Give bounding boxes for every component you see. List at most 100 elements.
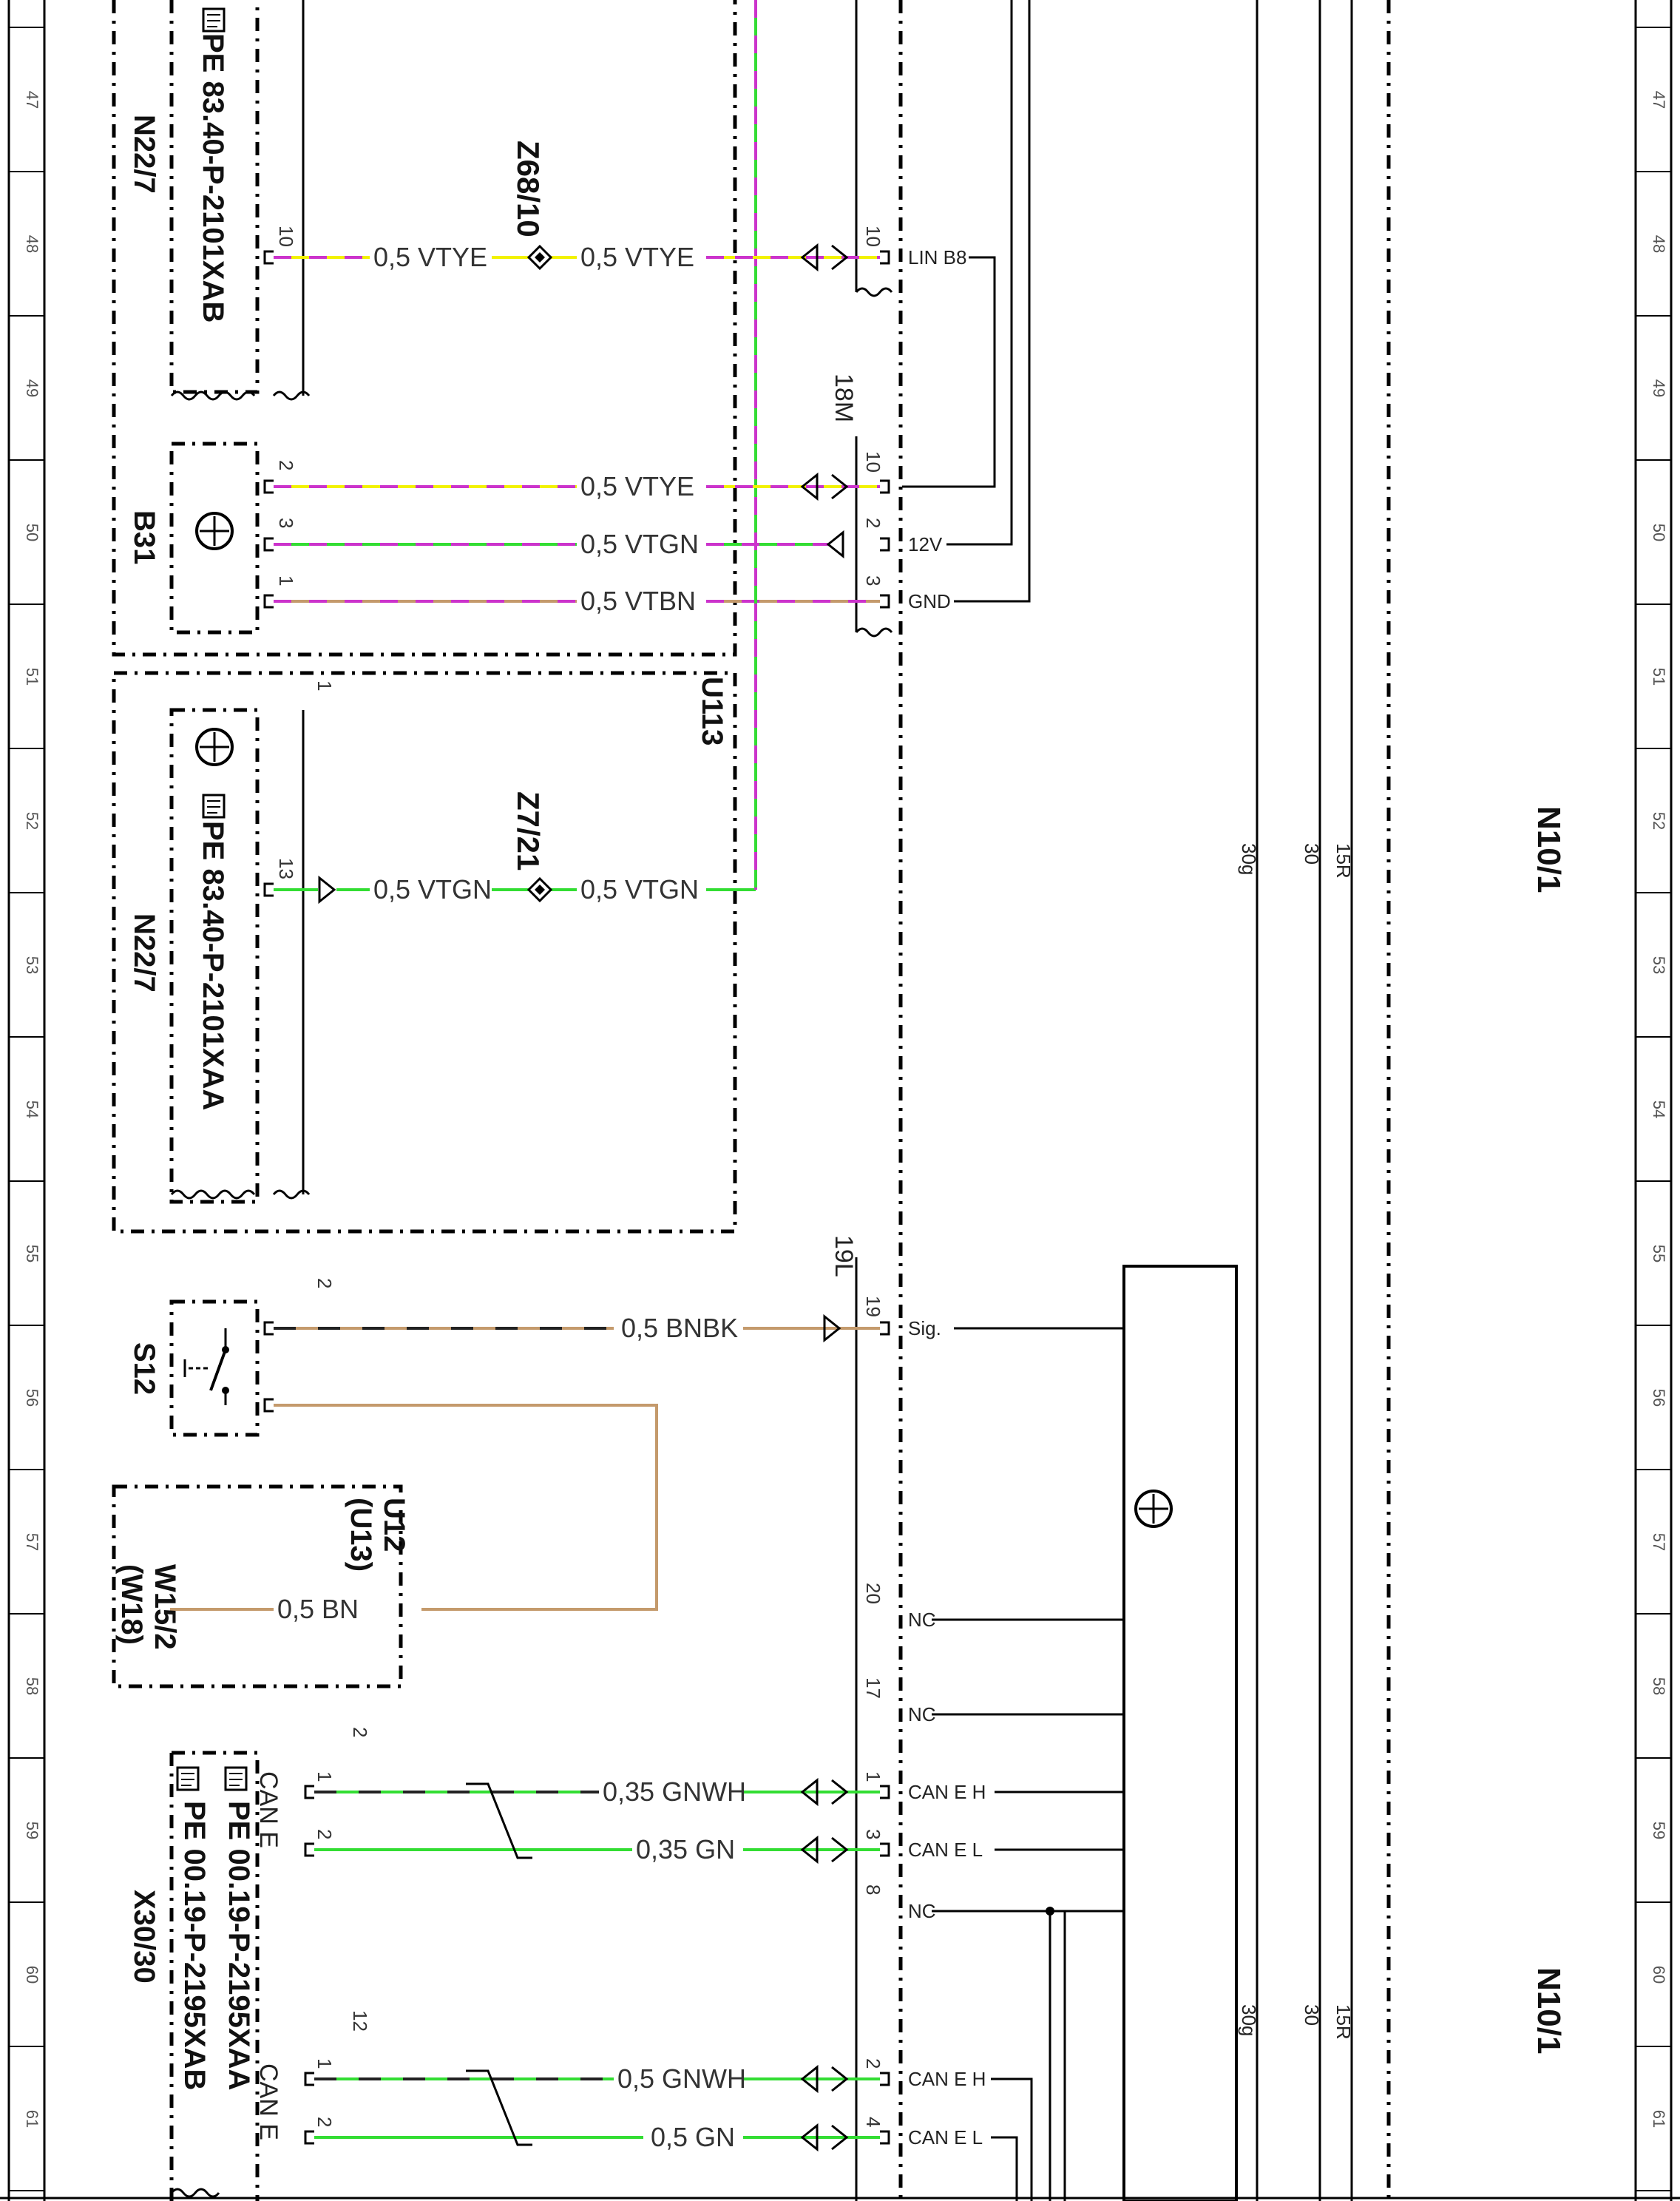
w18-label: (W18) bbox=[115, 1564, 148, 1645]
u12-label: U12 bbox=[378, 1498, 410, 1552]
b31-name: B31 bbox=[128, 510, 160, 564]
ruler-number: 49 bbox=[23, 379, 41, 397]
ruler-number: 58 bbox=[1650, 1677, 1668, 1695]
wire-label: 0,5 VTYE bbox=[580, 242, 694, 272]
wire-bn bbox=[170, 1404, 658, 1611]
document-hand-icon bbox=[202, 794, 226, 819]
bus-label: 15R bbox=[1332, 843, 1355, 879]
n10-1-block bbox=[1122, 1265, 1238, 2201]
connector-arrows bbox=[318, 243, 849, 2152]
n10-pin-number: 10 bbox=[862, 451, 884, 473]
n10-signal: CAN E L bbox=[908, 2126, 983, 2148]
pin-number: 1 bbox=[314, 680, 336, 691]
wire-label: 0,5 VTYE bbox=[373, 242, 487, 272]
n10-1-bottom-name: N10/1 bbox=[1531, 1967, 1567, 2054]
wire-label: 0,5 VTBN bbox=[580, 586, 696, 616]
ruler-number: 56 bbox=[1650, 1389, 1668, 1407]
pin-number: 2 bbox=[314, 2117, 336, 2127]
n10-pin-number: 20 bbox=[862, 1583, 884, 1604]
document-hand-icon bbox=[224, 1766, 248, 1791]
pin-number: 10 bbox=[275, 226, 297, 247]
ruler-number: 59 bbox=[23, 1822, 41, 1839]
switch-icon bbox=[183, 1328, 229, 1405]
pin-number: 2 bbox=[314, 1278, 336, 1288]
ruler-number: 50 bbox=[23, 524, 41, 541]
splice-z68-10-label: Z68/10 bbox=[511, 141, 546, 237]
ruler-number: 58 bbox=[23, 1677, 41, 1695]
b31-box bbox=[169, 442, 260, 635]
ruler-number: 47 bbox=[1650, 91, 1668, 109]
pin-number: 12 bbox=[349, 2010, 371, 2032]
x30-30-code2: PE 00.19-P-2195XAB bbox=[178, 1801, 211, 2090]
left-ruler bbox=[7, 0, 46, 2201]
n10-signal: GND bbox=[908, 590, 951, 612]
n10-signal: CAN E L bbox=[908, 1839, 983, 1861]
sensor-icon bbox=[195, 512, 234, 550]
n10-pin-number: 17 bbox=[862, 1677, 884, 1699]
sensor-icon bbox=[195, 728, 234, 766]
u13-label: (U13) bbox=[345, 1498, 377, 1572]
ruler-number: 61 bbox=[23, 2110, 41, 2128]
wire-label: 0,5 BN bbox=[277, 1594, 359, 1624]
n10-signal: 12V bbox=[908, 533, 943, 555]
ruler-number: 59 bbox=[1650, 1822, 1668, 1839]
bus-label: 30 bbox=[1301, 843, 1323, 865]
n22-7-top-code: PE 83.40-P-2101XAB bbox=[197, 33, 229, 322]
n22-7-top-inner bbox=[169, 0, 260, 394]
ruler-number: 48 bbox=[1650, 235, 1668, 253]
wire-label: 0,5 VTYE bbox=[580, 471, 694, 501]
connector-18m: 18M bbox=[830, 373, 858, 422]
s12-box bbox=[169, 1299, 260, 1437]
wire-trunk bbox=[735, 0, 880, 890]
n10-signal: Sig. bbox=[908, 1317, 941, 1339]
ruler-number: 57 bbox=[23, 1533, 41, 1551]
pin-number: 1 bbox=[314, 1771, 336, 1782]
break-marks bbox=[170, 287, 893, 2198]
n10-1-top-name: N10/1 bbox=[1531, 806, 1567, 893]
n10-signal: LIN B8 bbox=[908, 246, 967, 268]
ruler-number: 61 bbox=[1650, 2110, 1668, 2128]
internal-wires bbox=[902, 0, 1124, 2201]
ruler-number: 53 bbox=[1650, 956, 1668, 974]
ruler-number: 52 bbox=[1650, 812, 1668, 830]
ruler-number: 54 bbox=[23, 1100, 41, 1118]
ruler-labels: 47 48 49 50 51 52 53 54 55 56 57 58 59 6… bbox=[23, 91, 1668, 2128]
w15-2-box bbox=[112, 1484, 403, 1688]
n10-pin-number: 8 bbox=[862, 1884, 884, 1895]
pin-number: 3 bbox=[275, 518, 297, 528]
x30-30-box bbox=[169, 1751, 260, 2201]
wire-label: 0,5 BNBK bbox=[621, 1313, 738, 1343]
pin-number: 2 bbox=[314, 1829, 336, 1839]
n10-pin-number: 3 bbox=[862, 575, 884, 586]
ruler-number: 60 bbox=[1650, 1966, 1668, 1984]
bus-label: 30 bbox=[1301, 2004, 1323, 2026]
pin-number: 1 bbox=[314, 2058, 336, 2069]
n10-pin-number: 1 bbox=[862, 1771, 884, 1782]
s12-name: S12 bbox=[128, 1342, 160, 1395]
n10-pin-number: 4 bbox=[862, 2117, 884, 2127]
ruler-number: 54 bbox=[1650, 1100, 1668, 1118]
n10-signal: CAN E H bbox=[908, 1781, 986, 1803]
wire-label: 0,35 GNWH bbox=[603, 1776, 746, 1807]
u113-name: U113 bbox=[696, 677, 728, 746]
n22-7-bottom-code: PE 83.40-P-2101XAA bbox=[197, 821, 229, 1110]
n10-1-module-border bbox=[898, 0, 1391, 2201]
n10-signal: NC bbox=[908, 1703, 936, 1725]
n10-pin-number: 3 bbox=[862, 1829, 884, 1839]
bus-label: 15R bbox=[1332, 2004, 1355, 2040]
can-e-top: CAN E bbox=[254, 1771, 282, 1848]
pin-number: 2 bbox=[275, 460, 297, 470]
wire-label: 0,35 GN bbox=[636, 1834, 735, 1864]
n10-pin-number: 10 bbox=[862, 226, 884, 247]
pin-number: 1 bbox=[275, 575, 297, 586]
wire-label: 0,5 VTGN bbox=[580, 874, 699, 905]
n10-signal: NC bbox=[908, 1609, 936, 1631]
w15-2-label: W15/2 bbox=[149, 1564, 181, 1650]
ruler-number: 51 bbox=[23, 668, 41, 686]
splice-z7-21-label: Z7/21 bbox=[511, 791, 546, 870]
inner-rails bbox=[302, 0, 858, 2201]
splice-z7-21-icon bbox=[526, 876, 553, 903]
sensor-icon bbox=[1134, 1490, 1173, 1528]
document-hand-icon bbox=[202, 7, 226, 33]
